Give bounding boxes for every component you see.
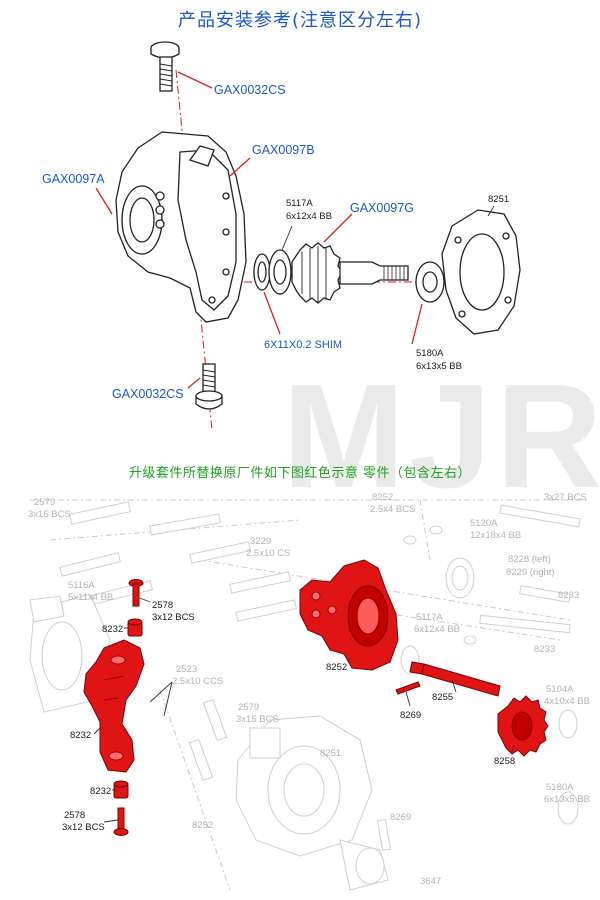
label-b2578-top: 2578: [152, 600, 173, 611]
label-b2523-size: 2.5x10 CCS: [172, 676, 223, 687]
label-b2523: 2523: [176, 664, 197, 675]
red-bushing-lower: [113, 780, 129, 799]
red-gear-8258: [497, 695, 549, 757]
label-b5180a: 5180A: [546, 782, 574, 793]
leader-8255: [451, 679, 457, 693]
label-b5117a: 5117A: [416, 612, 443, 623]
label-b3647: 3647: [420, 876, 441, 887]
label-b8269-a: 8269: [400, 710, 421, 721]
label-b2579a: 2579: [34, 497, 55, 508]
bearing-5180a: [415, 261, 445, 303]
leader-8258: [511, 745, 515, 753]
label-gax0097a: GAX0097A: [42, 172, 105, 186]
label-b2578-bottom-size: 3x12 BCS: [62, 822, 105, 833]
label-b2579a-size: 3x15 BCS: [28, 509, 71, 520]
leader-bearing-5180a: [411, 303, 423, 345]
label-b8232-upper: 8232: [102, 624, 123, 635]
gear-shaft: [291, 242, 409, 304]
label-b8233-b: 8233: [534, 644, 555, 655]
leader-8232-arm: [93, 727, 101, 735]
leader-housing-b: [229, 157, 251, 177]
steering-housing: [115, 131, 247, 323]
label-b5116a: 5116A: [68, 580, 95, 591]
label-b5180a-size: 6x13x5 BB: [544, 794, 590, 805]
label-shim: 6X11X0.2 SHIM: [264, 339, 342, 351]
leader-2578-bottom: [103, 819, 119, 823]
leader-8252-red: [343, 653, 349, 661]
label-b5117a-size: 6x12x4 BB: [414, 624, 460, 635]
label-b2579c-size: 3x15 BCS: [236, 714, 279, 725]
label-8251: 8251: [488, 194, 509, 205]
label-b8251: 8251: [320, 748, 341, 759]
leader-2523: [149, 681, 173, 717]
shim-washer: [253, 253, 271, 291]
bottom-screw: [195, 363, 223, 410]
bearing-5117a: [268, 249, 292, 295]
label-b8252-bottom: 8252: [192, 820, 213, 831]
red-shaft-8255: [409, 661, 501, 697]
label-b8258: 8258: [494, 756, 515, 767]
label-gax0097g: GAX0097G: [350, 201, 414, 215]
cover-8251: [441, 209, 521, 335]
red-housing-8252: [299, 559, 399, 671]
label-b2578-bottom: 2578: [64, 810, 85, 821]
leader-screw-top: [177, 71, 213, 89]
label-5117a: 5117A: [286, 198, 313, 209]
leader-gear: [323, 213, 353, 243]
label-b2578-top-size: 3x12 BCS: [152, 612, 195, 623]
top-screw: [150, 41, 180, 92]
bottom-assembly-diagram: 2578 3x12 BCS 8232 8252 8232 8255 8269 8…: [28, 492, 590, 891]
red-pin-8269: [395, 681, 421, 695]
label-gax0032cs-top: GAX0032CS: [214, 83, 286, 97]
leader-cover: [487, 205, 495, 217]
red-screw-top: [128, 579, 144, 607]
red-bushing-upper: [127, 618, 143, 637]
label-b8252-top: 8252: [372, 492, 393, 503]
leader-screw-bottom: [187, 377, 201, 389]
label-b8233-a: 8233: [558, 590, 579, 601]
red-screw-bottom: [113, 807, 129, 836]
label-b3229: 3229: [250, 536, 271, 547]
label-b8228: 8228 (left): [508, 554, 551, 565]
label-5180a: 5180A: [416, 348, 444, 359]
leader-8269: [405, 691, 411, 707]
label-5117a-size: 6x12x4 BB: [286, 211, 332, 222]
leader-bearing-5117a: [281, 225, 293, 251]
red-steering-arm: [83, 639, 145, 773]
label-b5120a: 5120A: [470, 518, 498, 529]
label-b5104a-size: 4x10x4 BB: [544, 696, 590, 707]
section-subtitle: 升级套件所替换原厂件如下图红色示意 零件（包含左右）: [128, 466, 472, 481]
label-b8229: 8229 (right): [506, 567, 555, 578]
label-b8252-top-size: 2.5x4 BCS: [370, 504, 415, 515]
label-b8252-red: 8252: [326, 662, 347, 673]
label-b8232-arm: 8232: [70, 730, 91, 741]
label-b2579c: 2579: [238, 702, 259, 713]
label-gax0097b: GAX0097B: [252, 143, 315, 157]
watermark-text: MJR: [282, 354, 600, 519]
label-b5116a-size: 5x11x4 BB: [68, 592, 113, 603]
label-5180a-size: 6x13x5 BB: [416, 361, 462, 372]
label-b8269-b: 8269: [390, 812, 411, 823]
label-b3229-size: 2.5x10 CS: [246, 548, 290, 559]
page-title: 产品安装参考(注意区分左右): [177, 10, 423, 31]
label-gax0032cs-bottom: GAX0032CS: [112, 387, 184, 401]
label-b8232-lower: 8232: [90, 786, 111, 797]
label-b8255: 8255: [432, 692, 453, 703]
leader-shim: [263, 291, 281, 335]
label-b5120a-size: 12x18x4 BB: [470, 530, 521, 541]
leader-2578-top: [139, 597, 151, 603]
label-b5104a: 5104A: [546, 684, 574, 695]
leader-housing-a: [95, 187, 113, 215]
top-assembly-diagram: GAX0032CS GAX0097B GAX0097A 5117A 6x12x4…: [42, 41, 521, 431]
label-b2579b-size: 3x27 BCS: [544, 492, 587, 503]
